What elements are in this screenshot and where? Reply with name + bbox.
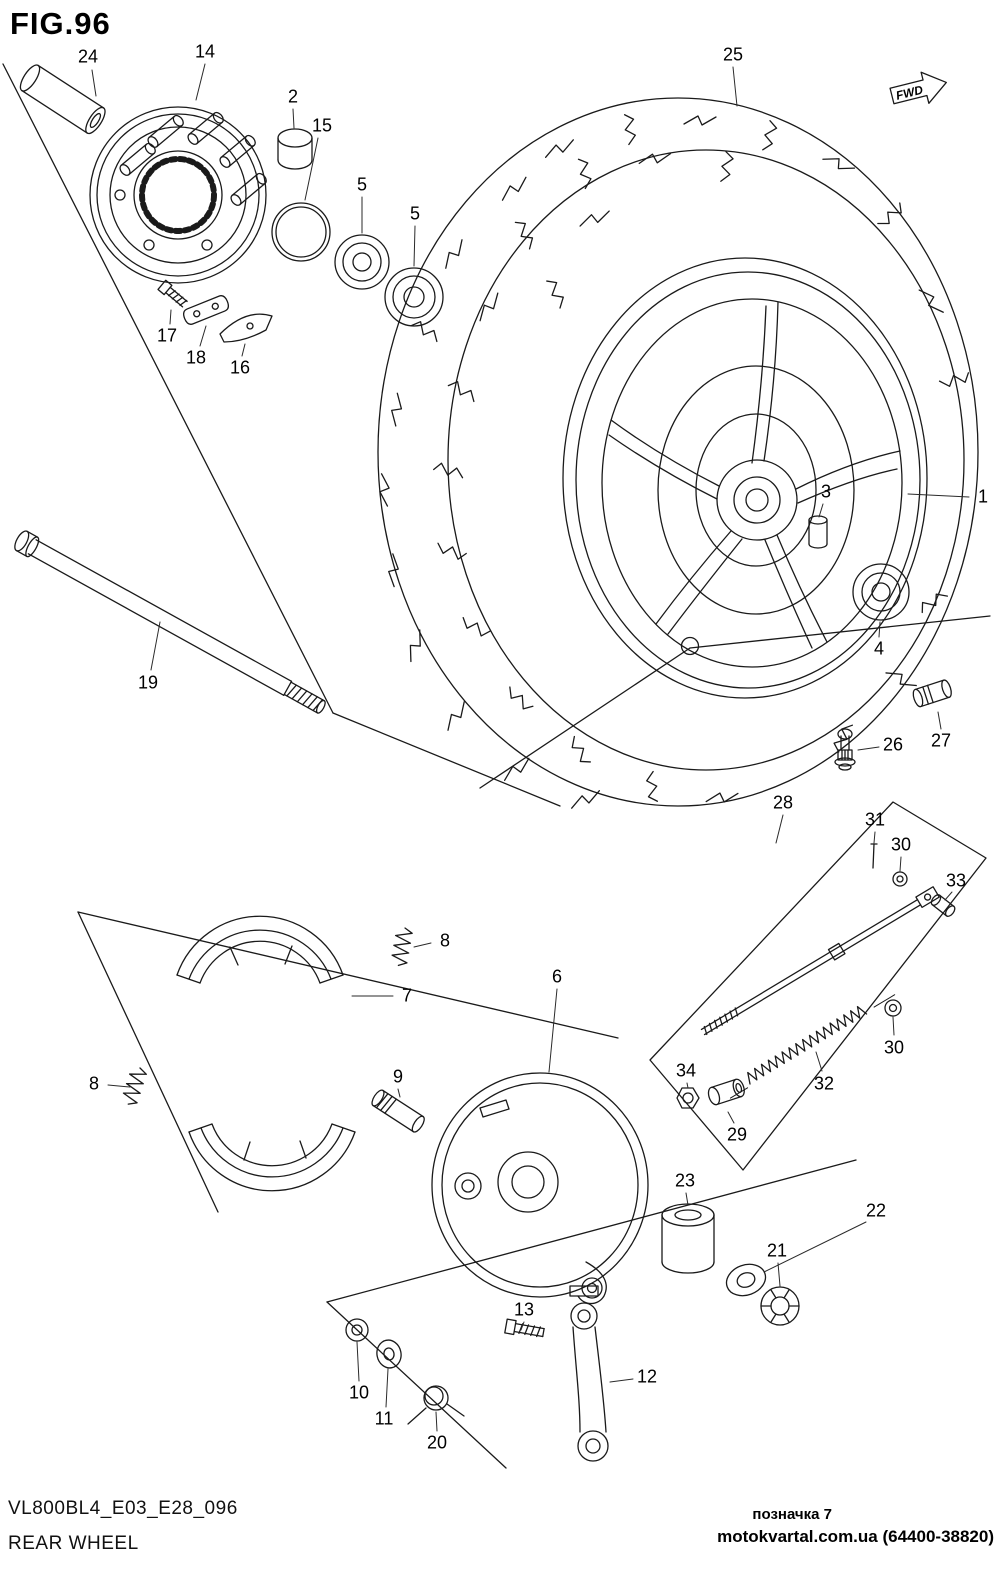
leader-line-27 (937, 711, 942, 730)
part-22-washer (725, 1263, 767, 1297)
leader-line-25 (732, 66, 738, 107)
leader-lines (91, 63, 970, 1432)
leader-line-19 (150, 621, 161, 671)
leader-line-18 (199, 325, 207, 347)
part-15-oring (271, 202, 331, 262)
part-5-bearing-b (384, 267, 444, 327)
leader-line-23 (685, 1192, 689, 1206)
watermark-mark: позначка 7 (752, 1506, 832, 1523)
leader-line-22 (763, 1221, 867, 1273)
leader-line-32 (815, 1051, 823, 1072)
leader-line-29 (727, 1111, 735, 1124)
hub-stud (187, 111, 224, 145)
leader-line-3 (818, 503, 824, 518)
part-18-plate (182, 295, 230, 325)
leader-line-5 (413, 225, 416, 267)
part-23-spacer (661, 1203, 715, 1274)
fwd-arrow-icon: FWD (889, 71, 947, 105)
leader-line-8 (413, 942, 432, 948)
part-17-screw (157, 279, 188, 308)
part-8-spring-b (122, 1067, 148, 1105)
part-6-brake-panel (431, 1072, 649, 1305)
part-26-valve-stem (834, 728, 856, 771)
part-21-nut (760, 1286, 800, 1326)
part-30-washer-a (892, 871, 908, 887)
part-33-pin (930, 894, 956, 917)
part-4-bearing (852, 563, 910, 621)
hub-stud (230, 172, 267, 206)
part-8-spring-a (391, 927, 413, 967)
leader-line-10 (356, 1341, 360, 1382)
leader-line-13 (520, 1321, 525, 1331)
part-10-washer (345, 1318, 369, 1342)
leader-line-30 (899, 856, 902, 872)
hub-stud (219, 134, 256, 168)
part-14-hub-drum (89, 106, 267, 284)
part-30-washer-b (884, 999, 902, 1017)
leader-line-6 (548, 988, 558, 1073)
part-28-adjuster-rod (700, 886, 940, 1036)
part-32-spring (729, 994, 896, 1099)
hub-stud (147, 114, 184, 148)
figure-name: REAR WHEEL (8, 1533, 139, 1554)
leader-line-16 (241, 343, 246, 357)
leader-line-9 (397, 1088, 401, 1098)
leader-line-26 (857, 746, 880, 751)
part-16-wear-plate (219, 313, 273, 343)
part-31-pin (870, 843, 878, 869)
part-34-nut (676, 1087, 700, 1109)
leader-line-17 (169, 309, 172, 325)
leader-line-31 (873, 831, 876, 844)
part-5-bearing-a (334, 234, 390, 290)
figure-code: VL800BL4_E03_E28_096 (8, 1498, 238, 1519)
part-27-valve-cap (912, 679, 952, 708)
part-9-brake-cam (371, 1089, 425, 1133)
part-7-brake-shoes (176, 915, 356, 1192)
leader-line-15 (304, 137, 319, 201)
leader-line-34 (686, 1082, 689, 1089)
part-13-bolt (504, 1318, 545, 1338)
figure-title: FIG.96 (10, 6, 111, 41)
part-3-spacer (808, 515, 828, 549)
watermark-site: motokvartal.com.ua (64400-38820) (717, 1527, 994, 1546)
leader-line-28 (775, 814, 784, 844)
part-29-joint (707, 1078, 745, 1106)
part-11-washer (376, 1339, 402, 1369)
leader-line-2 (292, 108, 295, 129)
hub-stud (119, 142, 156, 176)
leader-line-12 (609, 1378, 634, 1383)
construction-lines (2, 63, 991, 1469)
leader-line-11 (385, 1368, 389, 1408)
leader-line-4 (878, 621, 881, 638)
leader-line-33 (944, 891, 953, 901)
fwd-label: FWD (894, 83, 924, 103)
leader-line-21 (777, 1262, 781, 1287)
part-24-spacer-tube (19, 64, 106, 135)
leader-line-14 (195, 63, 206, 101)
leader-line-20 (435, 1411, 438, 1432)
leader-line-30 (892, 1016, 895, 1036)
part-2-cap (277, 128, 313, 170)
part-1-wheel (575, 271, 921, 689)
part-19-axle (14, 530, 326, 714)
part-12-torque-arm (569, 1285, 609, 1462)
part-20-spring-clip (407, 1385, 465, 1425)
leader-line-1 (907, 493, 970, 498)
leader-line-8 (107, 1084, 131, 1088)
leader-line-24 (91, 69, 97, 97)
part-25-tire (377, 97, 979, 810)
